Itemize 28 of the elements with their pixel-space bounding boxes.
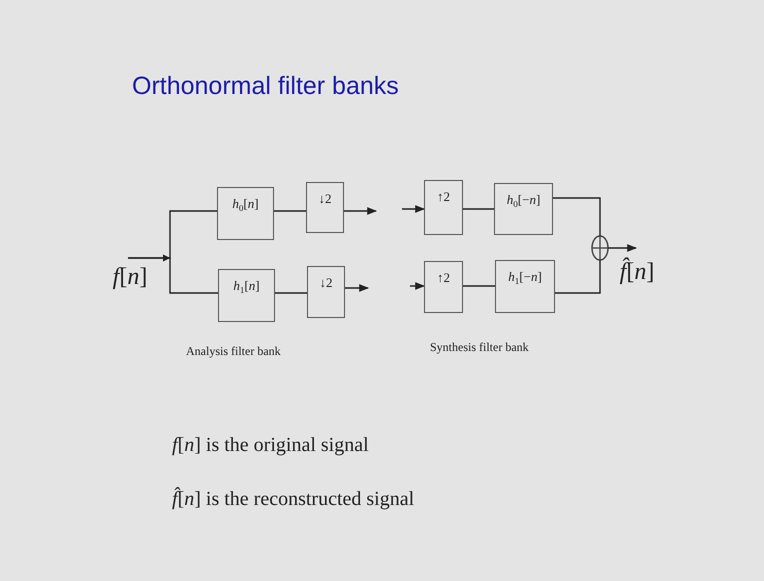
connector-line xyxy=(555,260,601,294)
connector-line xyxy=(553,197,601,236)
arrow xyxy=(128,254,218,294)
filter-box: h$_{1}$[−n] xyxy=(495,260,555,313)
filter-box: ↑2 xyxy=(424,180,463,235)
arrow xyxy=(402,205,425,213)
slide-title: Orthonormal filter banks xyxy=(132,72,399,101)
signal-label: f̂[n] xyxy=(614,254,660,290)
section-caption: Synthesis filter bank xyxy=(430,340,529,355)
arrow xyxy=(608,244,637,252)
connector-line xyxy=(274,210,306,212)
filter-box: ↑2 xyxy=(424,261,463,313)
arrow xyxy=(410,282,425,290)
arrow xyxy=(344,207,377,215)
summing-junction xyxy=(591,235,609,261)
filter-box: ↓2 xyxy=(306,182,344,233)
filter-box: h$_{0}$[n] xyxy=(217,187,274,240)
note-text: f̂[n] is the reconstructed signal xyxy=(172,488,414,511)
signal-label: f[n] xyxy=(110,262,150,292)
connector-line xyxy=(275,292,307,294)
filter-box: ↓2 xyxy=(307,266,345,318)
filter-box: h$_{1}$[n] xyxy=(218,269,275,322)
filter-box: h$_{0}$[−n] xyxy=(494,183,553,235)
note-text: f[n] is the original signal xyxy=(172,434,369,457)
section-caption: Analysis filter bank xyxy=(186,344,281,359)
arrow xyxy=(345,284,369,292)
connector-line xyxy=(463,208,494,210)
connector-line xyxy=(463,285,495,287)
